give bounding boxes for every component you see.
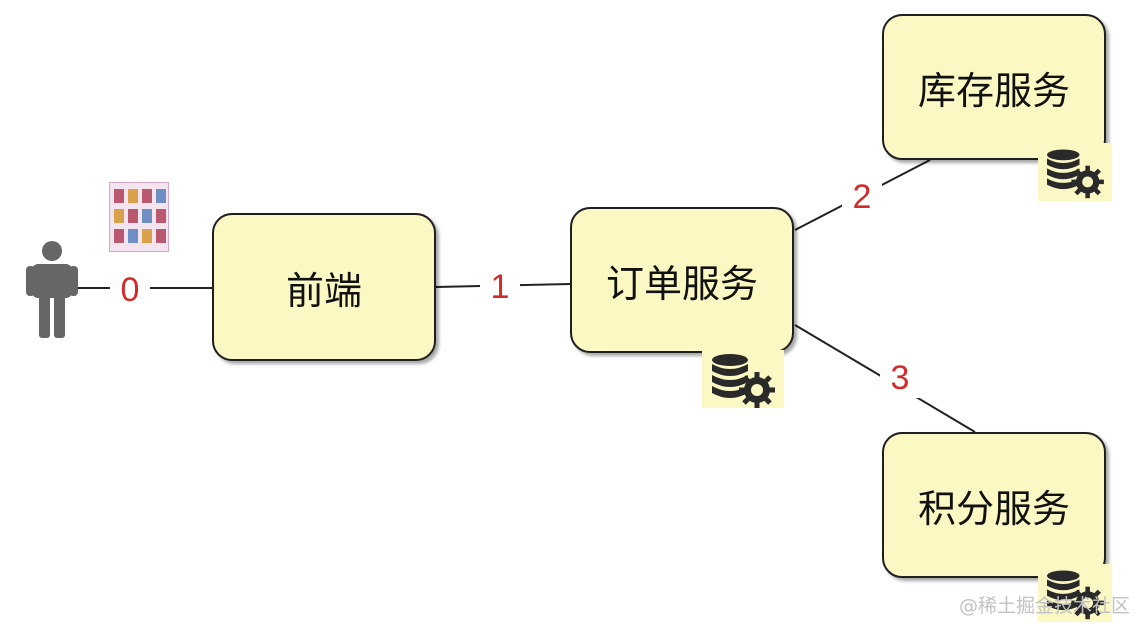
node-frontend-label: 前端 [285, 268, 362, 313]
node-points-service: 积分服务 [882, 432, 1106, 578]
node-order-service: 订单服务 [570, 207, 794, 353]
node-frontend: 前端 [212, 213, 436, 361]
database-gear-icon [702, 350, 784, 408]
edge-label-0: 0 [110, 270, 150, 310]
watermark: @稀土掘金技术社区 [958, 595, 1130, 617]
node-order-service-label: 订单服务 [605, 261, 758, 306]
user-icon [26, 241, 78, 338]
edge-label-1: 1 [480, 267, 520, 307]
database-gear-icon [1038, 143, 1112, 201]
edge-label-3: 3 [880, 358, 920, 398]
database-gear-icon [1038, 564, 1112, 622]
node-inventory-service: 库存服务 [882, 14, 1106, 160]
edge-label-2: 2 [842, 177, 882, 217]
node-inventory-service-label: 库存服务 [917, 68, 1070, 113]
node-points-service-label: 积分服务 [917, 486, 1070, 531]
poster-image [109, 182, 169, 252]
